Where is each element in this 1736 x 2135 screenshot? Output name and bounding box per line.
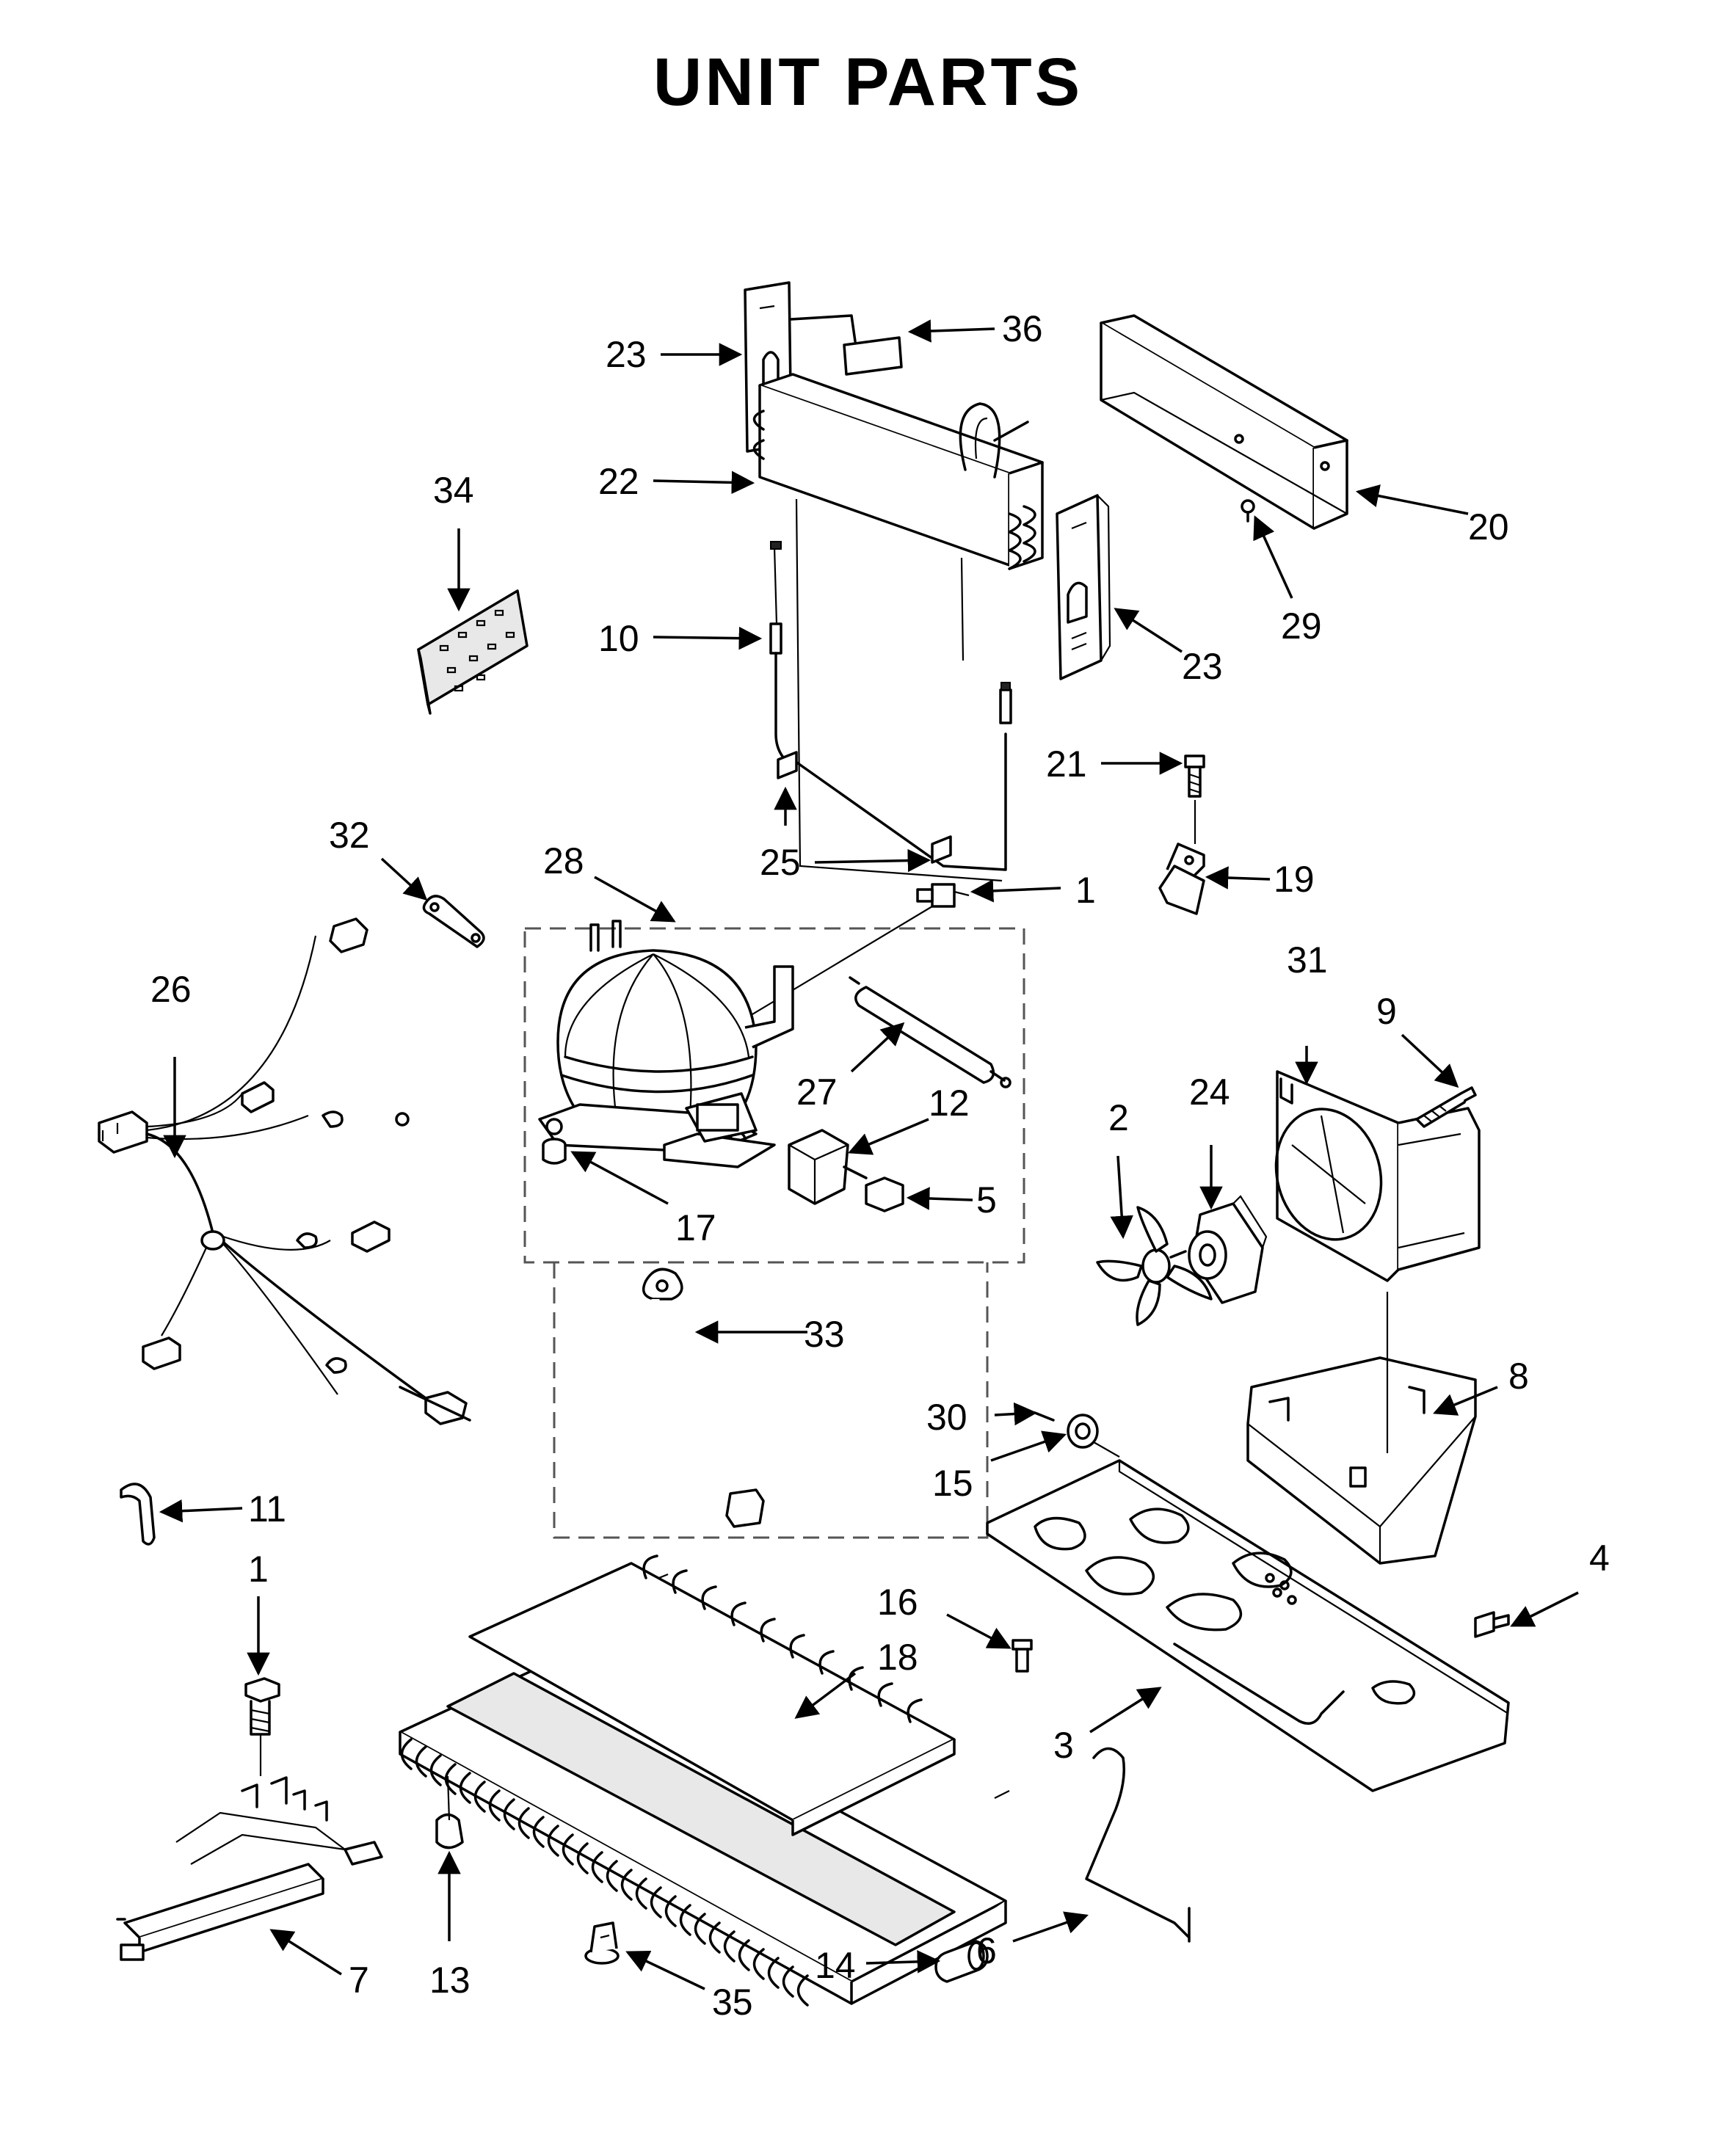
part-5-cover (865, 1176, 904, 1212)
part-20-cover (1100, 314, 1348, 530)
part-27-filter-drier (849, 976, 1012, 1088)
part-4-screw (1474, 1611, 1510, 1638)
callout-23b: 23 (1182, 646, 1223, 687)
callout-14: 14 (815, 1945, 856, 1986)
part-35-clip (584, 1921, 620, 1965)
part-17-grommet (542, 1138, 567, 1165)
part-19-bracket (1158, 800, 1205, 915)
part-13-clip (435, 1775, 464, 1850)
callout-23a: 23 (606, 334, 647, 375)
callout-12: 12 (929, 1083, 970, 1124)
callout-10: 10 (598, 618, 639, 659)
callout-9: 9 (1376, 991, 1397, 1032)
part-11-clip (120, 1483, 156, 1546)
callout-20: 20 (1468, 506, 1509, 548)
callout-19: 19 (1274, 859, 1315, 900)
callout-30: 30 (926, 1397, 967, 1438)
part-22-evaporator (752, 314, 1044, 882)
callout-29: 29 (1281, 605, 1322, 647)
part-3-base-plate (986, 1459, 1510, 1792)
callout-32: 32 (329, 815, 370, 856)
callout-36: 36 (1002, 308, 1043, 349)
callout-1a: 1 (1075, 870, 1096, 911)
callout-leaders (159, 319, 1579, 1990)
callout-5: 5 (976, 1179, 997, 1221)
part-9-screw (1415, 1086, 1477, 1128)
callout-25: 25 (760, 842, 801, 883)
callout-1b: 1 (248, 1549, 269, 1590)
callout-3: 3 (1053, 1725, 1074, 1766)
part-31-fan-shroud (1274, 1070, 1481, 1282)
part-21-screw (1184, 754, 1205, 798)
callout-16: 16 (877, 1582, 918, 1623)
callout-22: 22 (598, 461, 639, 502)
part-10-thermistor (769, 541, 796, 768)
callout-31: 31 (1287, 939, 1328, 981)
callout-15: 15 (932, 1463, 973, 1504)
callout-7: 7 (349, 1960, 369, 2001)
part-36-label (843, 336, 903, 376)
callout-2: 2 (1108, 1097, 1129, 1138)
page-title: UNIT PARTS (653, 45, 1083, 120)
part-7-heater-harness (116, 1776, 383, 1961)
part-16-screw (1012, 1639, 1033, 1673)
callout-28: 28 (543, 840, 584, 881)
callout-24: 24 (1189, 1072, 1230, 1113)
part-26-wire-harness (98, 917, 471, 1425)
part-2-fan-blade (1096, 1206, 1213, 1326)
callout-33: 33 (804, 1314, 845, 1355)
part-25-defrost-heater (777, 682, 1012, 871)
callout-26: 26 (150, 969, 192, 1010)
callout-labels: 23 36 22 34 20 29 23 10 21 25 19 1 32 28… (150, 308, 1610, 2023)
part-23-bracket-right (1056, 494, 1111, 680)
callout-21: 21 (1046, 743, 1087, 785)
part-1-stud-lower (244, 1677, 280, 1776)
callout-4: 4 (1589, 1538, 1610, 1579)
compressor-assembly-outline (523, 927, 1025, 1539)
callout-6: 6 (976, 1930, 997, 1971)
part-28-compressor (538, 920, 794, 1168)
part-12-relay (788, 1129, 868, 1205)
part-1-stud-upper (730, 883, 970, 1028)
callout-18: 18 (877, 1637, 918, 1678)
part-33-drain-tube (642, 1267, 765, 1528)
part-34-control-board (417, 589, 529, 715)
callout-13: 13 (429, 1960, 471, 2001)
part-18-condenser (399, 1554, 1010, 2007)
callout-11: 11 (248, 1488, 286, 1530)
part-15-grommet (1067, 1414, 1120, 1458)
callout-35: 35 (712, 1982, 753, 2023)
part-8-bracket-tray (1246, 1292, 1477, 1565)
callout-34: 34 (433, 470, 474, 511)
part-24-fan-motor (1169, 1195, 1268, 1304)
part-6-wire-bracket (1085, 1747, 1191, 1943)
callout-27: 27 (796, 1072, 838, 1113)
callout-8: 8 (1508, 1356, 1529, 1397)
part-32-ground-strap (422, 895, 485, 948)
callout-17: 17 (675, 1207, 716, 1248)
part-29-screw (1241, 499, 1255, 523)
part-30-pin (1034, 1411, 1055, 1422)
